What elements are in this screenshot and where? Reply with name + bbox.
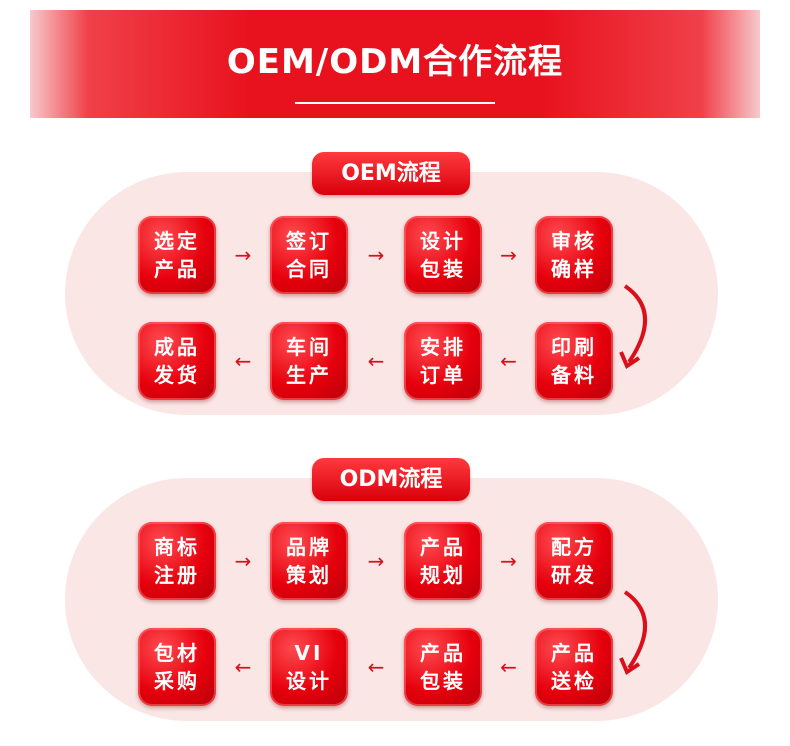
odm-step-1: 商标 注册: [138, 522, 216, 600]
odm-step-2: 品牌 策划: [270, 522, 348, 600]
oem-step-2: 签订 合同: [270, 216, 348, 294]
arrow-right-icon: →: [500, 549, 517, 573]
arrow-left-icon: ←: [500, 349, 517, 373]
odm-step-6: 产品 包装: [404, 628, 482, 706]
oem-step-1: 选定 产品: [138, 216, 216, 294]
arrow-left-icon: ←: [367, 349, 385, 373]
odm-badge: ODM流程: [312, 458, 470, 501]
odm-step-8: 包材 采购: [138, 628, 216, 706]
arrow-right-icon: →: [234, 243, 252, 267]
header-banner: OEM/ODM合作流程: [30, 10, 760, 118]
arrow-right-icon: →: [367, 549, 385, 573]
oem-step-3: 设计 包装: [404, 216, 482, 294]
arrow-left-icon: ←: [500, 655, 517, 679]
arrow-right-icon: →: [234, 549, 252, 573]
oem-badge: OEM流程: [312, 152, 470, 195]
odm-step-5: 产品 送检: [535, 628, 613, 706]
arrow-left-icon: ←: [367, 655, 385, 679]
oem-step-4: 审核 确样: [535, 216, 613, 294]
arrow-left-icon: ←: [234, 655, 252, 679]
oem-step-6: 安排 订单: [404, 322, 482, 400]
oem-step-7: 车间 生产: [270, 322, 348, 400]
odm-step-3: 产品 规划: [404, 522, 482, 600]
odm-step-7: VI 设计: [270, 628, 348, 706]
page-title: OEM/ODM合作流程: [226, 42, 564, 82]
curved-arrow-icon: [619, 590, 647, 675]
arrow-right-icon: →: [500, 243, 517, 267]
title-underline: [295, 102, 495, 104]
curved-arrow-icon: [619, 284, 647, 369]
arrow-right-icon: →: [367, 243, 385, 267]
oem-step-8: 成品 发货: [138, 322, 216, 400]
arrow-left-icon: ←: [234, 349, 252, 373]
oem-step-5: 印刷 备料: [535, 322, 613, 400]
odm-step-4: 配方 研发: [535, 522, 613, 600]
